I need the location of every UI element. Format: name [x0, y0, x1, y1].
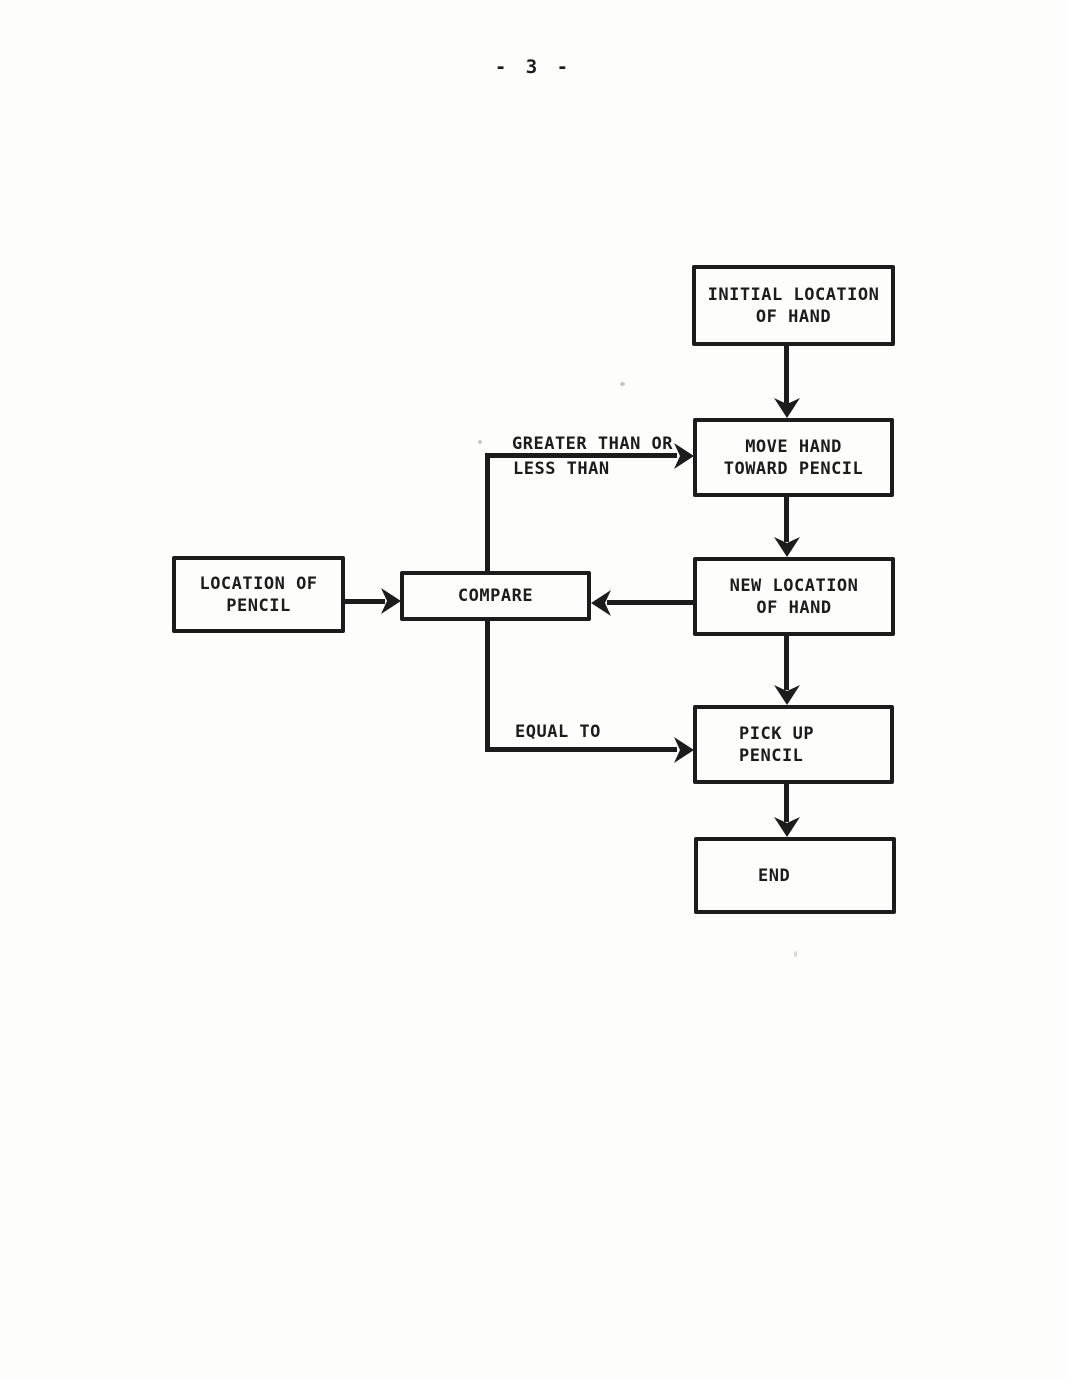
connector-equal-to-pickup — [485, 747, 677, 752]
scan-speck — [794, 951, 797, 957]
box-label-line: PENCIL — [226, 595, 291, 616]
box-label-line: PICK UP — [739, 723, 815, 744]
connector-compare-up — [485, 453, 490, 572]
box-label-line: PENCIL — [739, 745, 804, 766]
box-label-line: LOCATION OF — [199, 573, 318, 594]
box-label-line: INITIAL LOCATION — [707, 284, 880, 305]
flowchart-box-move-hand-toward-pencil: MOVE HAND TOWARD PENCIL — [693, 418, 894, 497]
scan-speck — [620, 382, 625, 386]
connector-newloc-to-compare — [607, 600, 693, 605]
box-label-line: COMPARE — [457, 586, 534, 606]
connector-greater-to-move — [485, 453, 677, 458]
box-label-line: TOWARD PENCIL — [723, 458, 864, 479]
flowchart-box-location-of-pencil: LOCATION OF PENCIL — [172, 556, 345, 633]
box-label-line: NEW LOCATION — [729, 575, 859, 596]
connector-newloc-to-pickup — [784, 635, 789, 690]
box-label-line: MOVE HAND — [745, 436, 842, 457]
connector-initial-to-move — [784, 344, 789, 404]
box-label-line: OF HAND — [756, 597, 832, 618]
page-number: - 3 - — [494, 56, 573, 78]
connector-move-to-newloc — [784, 495, 789, 542]
edge-label-less-than: LESS THAN — [513, 459, 610, 479]
edge-label-greater-than-or: GREATER THAN OR — [512, 434, 674, 454]
connector-pencil-to-compare — [345, 599, 385, 604]
box-label-line: OF HAND — [755, 306, 832, 327]
connector-pickup-to-end — [784, 783, 789, 822]
arrowhead-right-icon — [674, 443, 694, 469]
box-label-line: END — [758, 865, 791, 886]
flowchart-box-end: END — [694, 837, 896, 914]
edge-label-equal-to: EQUAL TO — [515, 722, 601, 742]
flowchart-box-compare: COMPARE — [400, 571, 591, 621]
flowchart-box-initial-location-of-hand: INITIAL LOCATION OF HAND — [692, 265, 895, 346]
flowchart-box-pick-up-pencil: PICK UP PENCIL — [693, 705, 894, 784]
arrowhead-right-icon — [674, 737, 694, 763]
flowchart-box-new-location-of-hand: NEW LOCATION OF HAND — [693, 557, 895, 636]
connector-compare-down — [485, 621, 490, 752]
scan-speck — [478, 440, 482, 444]
